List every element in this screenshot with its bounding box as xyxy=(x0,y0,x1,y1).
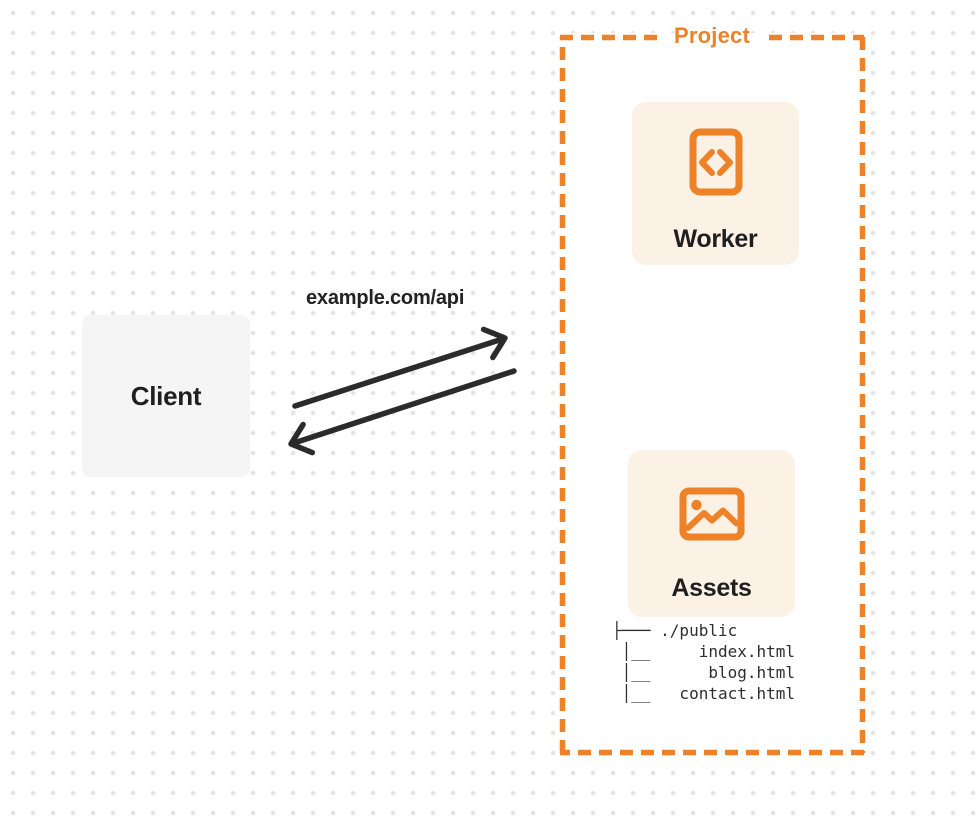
image-icon xyxy=(679,487,745,546)
assets-label: Assets xyxy=(671,574,752,602)
assets-node: Assets xyxy=(628,450,795,617)
request-arrow xyxy=(292,326,508,409)
worker-node: Worker xyxy=(632,102,799,265)
file-tree-line: │__ contact.html xyxy=(612,684,796,703)
client-label: Client xyxy=(130,380,202,411)
worker-label: Worker xyxy=(673,225,758,253)
response-arrow xyxy=(288,368,517,456)
file-tree: ├─── ./public │__ index.html │__ blog.ht… xyxy=(612,620,795,704)
file-tree-line: │__ blog.html xyxy=(612,663,796,682)
code-file-icon xyxy=(689,128,743,201)
project-label: Project xyxy=(674,23,750,48)
file-tree-line: ├─── ./public xyxy=(612,621,738,640)
client-node: Client xyxy=(82,315,250,477)
file-tree-line: │__ index.html xyxy=(612,642,796,661)
request-url-label: example.com/api xyxy=(306,287,465,309)
